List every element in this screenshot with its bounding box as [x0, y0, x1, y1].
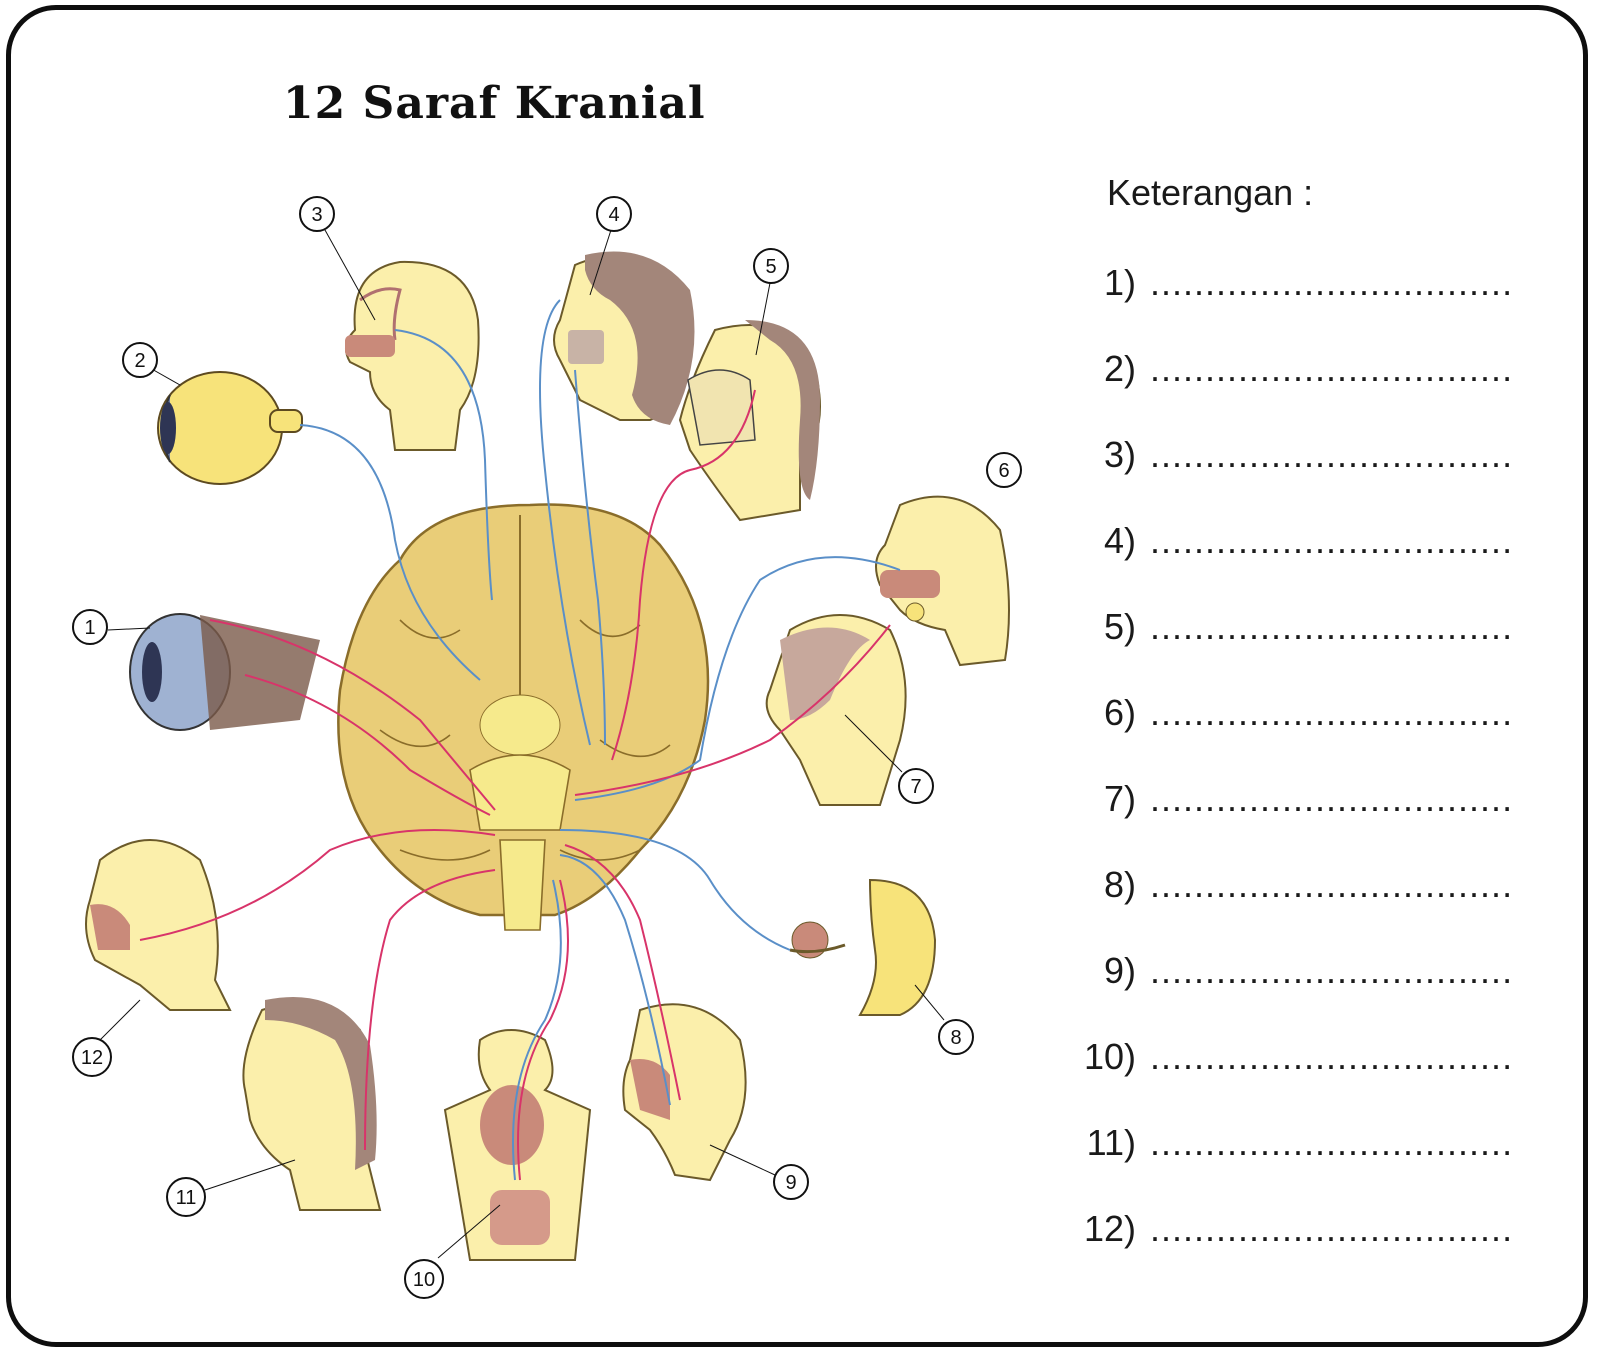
nerve-eye-1a — [209, 619, 496, 811]
legend-number: 9) — [1103, 950, 1136, 991]
nerve-vagus — [517, 879, 569, 1181]
worksheet-frame — [6, 5, 1588, 1347]
nerve-optic — [299, 424, 481, 681]
legend-number: 4) — [1103, 520, 1136, 561]
svg-text:10: 10 — [413, 1269, 435, 1291]
nerve-hypoglossal — [139, 829, 496, 941]
svg-text:12: 12 — [81, 1047, 103, 1069]
callout-9: 9 — [709, 1144, 809, 1200]
nerve-trigeminal-a — [539, 299, 591, 746]
callout-6: 6 — [986, 452, 1022, 488]
legend-number: 12) — [1083, 1208, 1136, 1249]
callout-labels: 1 2 3 4 5 6 7 8 9 10 11 12 — [72, 196, 1022, 1299]
nerve-vagus-b — [512, 879, 562, 1181]
answer-blank[interactable]: ................................. — [1150, 778, 1514, 819]
upper-right-head-illustration — [875, 495, 1010, 667]
legend-number: 1) — [1103, 262, 1136, 303]
svg-text:2: 2 — [134, 350, 145, 372]
nerve-ear — [559, 829, 791, 951]
nerve-lines — [139, 299, 901, 1181]
answer-blank[interactable]: ................................. — [1150, 1208, 1514, 1249]
nose-head-illustration — [345, 260, 480, 451]
throat-head-illustration — [622, 1003, 747, 1182]
eyeball-illustration — [157, 371, 303, 485]
answer-blank[interactable]: ................................. — [1150, 348, 1514, 389]
callout-7: 7 — [844, 714, 934, 804]
svg-text:11: 11 — [176, 1187, 197, 1209]
nerve-throat — [564, 844, 681, 1101]
answer-blank[interactable]: ................................. — [1150, 692, 1514, 733]
legend-item[interactable]: 10)................................. — [1050, 1036, 1520, 1078]
answer-blank[interactable]: ................................. — [1150, 606, 1514, 647]
callout-11: 11 — [166, 1159, 296, 1217]
answer-blank[interactable]: ................................. — [1150, 434, 1514, 475]
nerve-facial-skull — [611, 389, 756, 761]
eye-muscles-illustration — [129, 613, 320, 731]
nerve-eye-1b — [244, 674, 491, 816]
nerve-face-muscle — [574, 624, 891, 796]
svg-text:3: 3 — [311, 204, 322, 226]
svg-text:1: 1 — [84, 617, 95, 639]
legend-item[interactable]: 7)................................. — [1050, 778, 1520, 820]
neck-head-illustration — [242, 997, 382, 1211]
svg-text:7: 7 — [910, 776, 921, 798]
legend-item[interactable]: 9)................................. — [1050, 950, 1520, 992]
answer-blank[interactable]: ................................. — [1150, 950, 1514, 991]
legend-item[interactable]: 8)................................. — [1050, 864, 1520, 906]
nerve-olfactory — [394, 329, 493, 601]
legend-item[interactable]: 12)................................. — [1050, 1208, 1520, 1250]
nerve-upper-right — [574, 556, 901, 801]
legend-number: 3) — [1103, 434, 1136, 475]
answer-blank[interactable]: ................................. — [1150, 1036, 1514, 1077]
jaw-head-illustration — [553, 251, 695, 425]
legend-item[interactable]: 3)................................. — [1050, 434, 1520, 476]
face-muscles-illustration — [765, 614, 907, 806]
cranial-nerves-diagram: 1 2 3 4 5 6 7 8 9 10 11 12 — [72, 196, 1022, 1299]
answer-blank[interactable]: ................................. — [1150, 864, 1514, 905]
legend-item[interactable]: 1)................................. — [1050, 262, 1520, 304]
ear-illustration — [789, 878, 937, 1016]
callout-2: 2 — [122, 342, 181, 386]
legend-item[interactable]: 5)................................. — [1050, 606, 1520, 648]
legend-number: 7) — [1103, 778, 1136, 819]
callout-1: 1 — [72, 609, 151, 645]
brain-illustration — [337, 503, 710, 931]
callout-4: 4 — [589, 196, 632, 296]
legend-number: 6) — [1103, 692, 1136, 733]
legend-number: 5) — [1103, 606, 1136, 647]
worksheet-title: 12 Saraf Kranial — [283, 78, 706, 129]
legend-number: 11) — [1086, 1122, 1136, 1163]
nerve-throat-b — [559, 854, 671, 1106]
legend-number: 8) — [1103, 864, 1136, 905]
svg-text:9: 9 — [785, 1172, 796, 1194]
tongue-head-illustration — [85, 839, 232, 1011]
legend-heading: Keterangan : — [1107, 172, 1314, 213]
nerve-trigeminal-b — [574, 369, 606, 746]
answer-blank[interactable]: ................................. — [1150, 520, 1514, 561]
legend-number: 10) — [1083, 1036, 1136, 1077]
callout-12: 12 — [72, 999, 141, 1077]
callout-10: 10 — [404, 1204, 501, 1299]
callout-8: 8 — [914, 984, 974, 1055]
answer-blank[interactable]: ................................. — [1150, 262, 1514, 303]
legend-item[interactable]: 2)................................. — [1050, 348, 1520, 390]
svg-text:5: 5 — [765, 256, 776, 278]
legend-item[interactable]: 6)................................. — [1050, 692, 1520, 734]
legend-item[interactable]: 4)................................. — [1050, 520, 1520, 562]
svg-text:4: 4 — [608, 204, 619, 226]
callout-3: 3 — [299, 196, 376, 321]
skull-head-illustration — [678, 320, 821, 522]
nerve-accessory — [364, 869, 496, 1151]
legend-item[interactable]: 11)................................. — [1050, 1122, 1520, 1164]
svg-text:8: 8 — [950, 1027, 961, 1049]
callout-5: 5 — [753, 248, 789, 356]
svg-text:6: 6 — [998, 460, 1009, 482]
answer-blank[interactable]: ................................. — [1150, 1122, 1514, 1163]
legend-number: 2) — [1103, 348, 1136, 389]
